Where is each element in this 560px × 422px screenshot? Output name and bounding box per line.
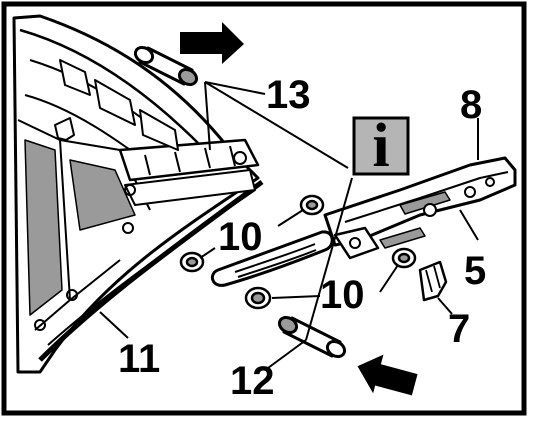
callout-10-lower: 10 [320, 273, 365, 317]
callout-13: 13 [266, 73, 311, 117]
link-plate [210, 230, 334, 287]
clip-part-7 [418, 260, 448, 302]
nut-part-10-upper [299, 194, 325, 216]
bracket-arm-part-8-5 [323, 156, 517, 260]
callout-12: 12 [230, 359, 275, 403]
pin-part-12 [277, 315, 347, 359]
frame-assembly-part-11 [12, 14, 264, 374]
nut-part-10-lower [244, 286, 272, 310]
arrow-right-icon [180, 22, 244, 64]
callout-5: 5 [464, 249, 486, 293]
nut-part-10-left [179, 251, 205, 273]
callout-8: 8 [460, 83, 482, 127]
callout-10-upper: 10 [218, 215, 263, 259]
info-icon: i [352, 112, 410, 180]
nut-part-10-right [391, 247, 417, 269]
info-letter: i [372, 112, 389, 180]
callout-7: 7 [448, 307, 470, 351]
arrow-up-left-icon [357, 354, 418, 396]
leader-lines [99, 81, 479, 369]
pin-part-13 [133, 45, 199, 87]
callout-11: 11 [118, 337, 160, 381]
